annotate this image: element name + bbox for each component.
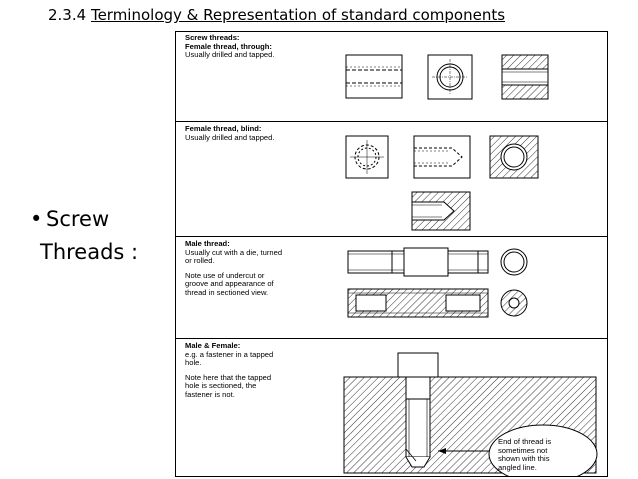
section-heading: Female thread, through: — [185, 41, 272, 51]
section-female-through: Screw threads: Female thread, through: U… — [176, 32, 607, 122]
female-blind-drawings — [345, 135, 539, 231]
section-heading: Female thread, blind: — [185, 124, 262, 133]
section-title: Terminology & Representation of standard… — [90, 6, 506, 24]
bullet-line-1: Screw — [46, 207, 110, 231]
section-note: Note use of undercut or — [185, 270, 265, 280]
bullet-item: •Screw Threads : — [30, 203, 138, 269]
section-heading: Male thread: — [185, 239, 230, 248]
section-description: hole. — [185, 358, 202, 368]
male-female-drawing — [343, 352, 598, 476]
male-thread-drawings — [347, 247, 528, 318]
section-male-female: Male & Female: e.g. a fastener in a tapp… — [176, 339, 607, 476]
section-note: groove and appearance of — [185, 279, 274, 289]
bullet-line-2: Threads : — [40, 240, 139, 264]
section-description: Usually drilled and tapped. — [185, 132, 275, 142]
female-through-drawings — [345, 54, 549, 100]
section-note: fastener is not. — [185, 389, 235, 399]
section-description: Usually drilled and tapped. — [185, 50, 275, 60]
section-description: or rolled. — [185, 256, 215, 266]
section-male-thread: Male thread: Usually cut with a die, tur… — [176, 237, 607, 339]
section-description: Usually cut with a die, turned — [185, 247, 283, 257]
callout-text: End of thread is sometimes not shown wit… — [498, 437, 552, 472]
section-note: hole is sectioned, the — [185, 381, 257, 391]
section-note: Note here that the tapped — [185, 372, 272, 382]
section-number: 2.3.4 — [48, 6, 87, 24]
bullet-dot-icon: • — [30, 207, 43, 231]
screw-threads-figure: Screw threads: Female thread, through: U… — [175, 31, 608, 477]
section-note: thread in sectioned view. — [185, 287, 269, 297]
section-description: e.g. a fastener in a tapped — [185, 349, 274, 359]
section-heading: Male & Female: — [185, 341, 241, 350]
section-female-blind: Female thread, blind: Usually drilled an… — [176, 122, 607, 237]
page-title: 2.3.4 Terminology & Representation of st… — [48, 6, 505, 24]
figure-header: Screw threads: — [185, 33, 240, 42]
